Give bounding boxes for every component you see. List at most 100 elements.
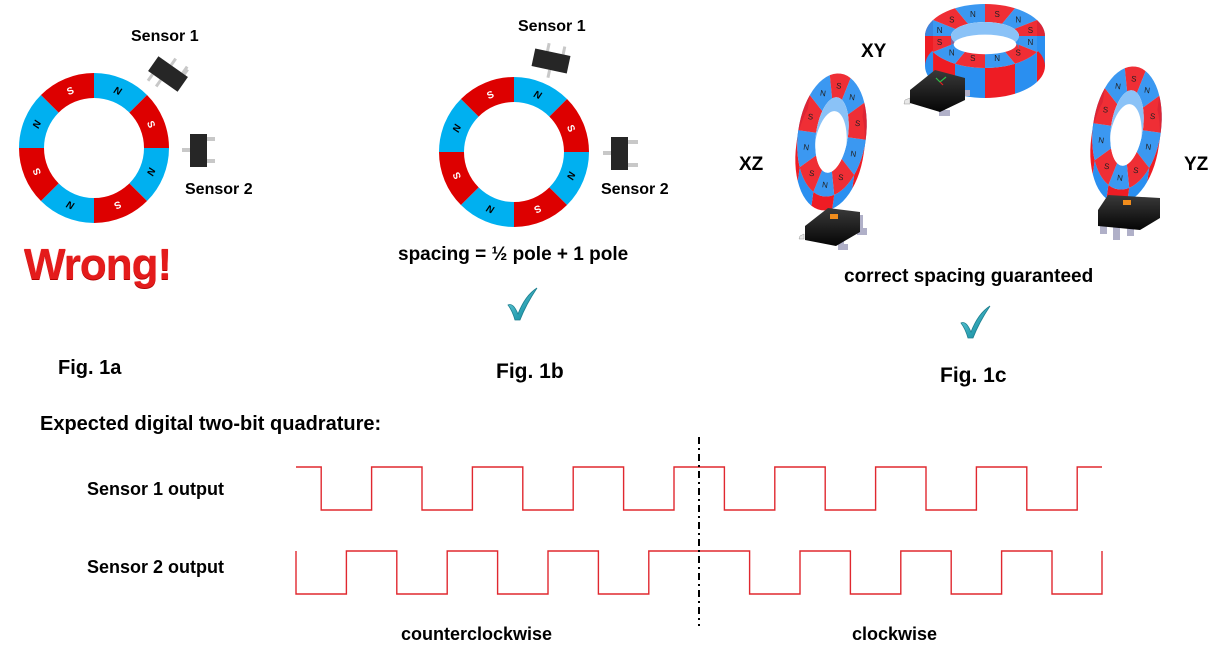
torus-segment-side [797, 167, 814, 206]
pole-label: S [836, 81, 843, 91]
pole-segment-s [40, 73, 94, 113]
pole-label: S [949, 16, 954, 25]
pole-segment-s [549, 98, 589, 152]
counterclockwise-label: counterclockwise [401, 624, 553, 644]
torus-segment-top [933, 8, 968, 30]
pole-label: N [949, 48, 955, 57]
fig1c-yz-label: YZ [1184, 154, 1209, 175]
pole-label: S [1016, 48, 1021, 57]
pole-segment-n [439, 98, 479, 152]
torus-segment-side [1090, 123, 1095, 175]
pole-label: N [1116, 173, 1123, 183]
torus-segment-top [1104, 68, 1128, 105]
pole-label: S [65, 85, 76, 98]
checkmark-icon-fig1b [507, 287, 538, 321]
fig1a-sensor2-label: Sensor 2 [185, 181, 253, 198]
pole-label: N [1015, 16, 1021, 25]
fig1b-sensor2-label: Sensor 2 [601, 181, 669, 198]
fig1c-caption: Fig. 1c [940, 364, 1007, 387]
torus-segment-top [799, 155, 823, 192]
pole-label: N [65, 198, 77, 211]
pole-label: N [485, 202, 497, 215]
torus-segment-top [813, 170, 835, 197]
pole-label: S [451, 170, 464, 181]
fig1b-sensor1-label: Sensor 1 [518, 18, 586, 35]
pole-segment-s [514, 187, 568, 227]
sensor1-output-label: Sensor 1 output [87, 479, 225, 499]
torus-segment-top [1124, 66, 1146, 93]
pole-label: S [1149, 112, 1156, 122]
pole-label: N [144, 166, 157, 178]
torus-segment-side [1147, 132, 1161, 182]
sensor2-chip-fig1b [603, 137, 638, 170]
pole-segment-s [94, 183, 148, 223]
torus-segment-top [841, 78, 865, 115]
pole-label: S [937, 38, 942, 47]
pole-label: N [937, 26, 943, 35]
pole-label: N [451, 123, 464, 135]
torus-segment-top [809, 75, 833, 112]
fig1c-spacing-text: correct spacing guaranteed [844, 266, 1094, 287]
torus-segment-side [795, 130, 800, 182]
fig1a-sensor1-label: Sensor 1 [131, 28, 199, 45]
sensor-chip-xz [798, 208, 867, 250]
checkmark-icon-fig1c [960, 305, 991, 339]
torus-segment-side [811, 191, 835, 211]
pole-label: N [112, 85, 124, 98]
pole-segment-n [94, 73, 148, 113]
torus-segment-top [1108, 163, 1130, 190]
torus-segment-side [852, 139, 866, 189]
pole-label: S [485, 89, 496, 102]
pole-label: N [564, 170, 577, 182]
pole-label: N [820, 89, 827, 99]
pole-label: S [31, 166, 44, 177]
torus-segment-side [1015, 52, 1037, 94]
pole-label: S [1133, 166, 1140, 176]
fig1c-xy-label: XY [861, 41, 887, 62]
torus-segment-top [847, 102, 867, 140]
pole-label: N [821, 180, 828, 190]
pole-label: S [808, 169, 815, 179]
torus-segment-top [1094, 148, 1118, 185]
pole-label: S [1028, 26, 1033, 35]
torus-segment-side [985, 63, 1015, 98]
torus-segment-side [1127, 167, 1150, 202]
pole-label: N [850, 149, 857, 159]
torus-segment-top [841, 137, 866, 175]
pole-segment-n [129, 148, 169, 202]
pole-label: N [994, 54, 1000, 63]
pole-segment-s [19, 148, 59, 202]
pole-segment-n [19, 94, 59, 148]
pole-segment-n [549, 152, 589, 206]
fig1a-caption: Fig. 1a [58, 357, 122, 379]
pole-label: S [1103, 162, 1110, 172]
pole-label: S [970, 54, 975, 63]
torus-segment-side [832, 174, 855, 209]
pole-label: N [1144, 86, 1151, 96]
pole-label: N [1115, 82, 1122, 92]
pole-label: S [1102, 105, 1109, 115]
quadrature-title: Expected digital two-bit quadrature: [40, 413, 382, 435]
pole-label: S [838, 173, 845, 183]
sensor1-chip-fig1b [531, 42, 571, 79]
torus-segment-top [1126, 151, 1150, 188]
pole-label: N [31, 119, 44, 131]
pole-label: S [854, 119, 861, 129]
pole-label: N [803, 143, 810, 153]
torus-segment-top [925, 20, 956, 36]
sensor-chip-yz [1098, 195, 1160, 240]
pole-label: N [1145, 142, 1152, 152]
pole-segment-n [40, 183, 94, 223]
pole-segment-s [439, 152, 479, 206]
pole-label: S [994, 10, 999, 19]
clockwise-label: clockwise [852, 624, 938, 644]
sensor-chip-xy [903, 70, 970, 116]
pole-label: N [1098, 136, 1105, 146]
pole-label: N [1028, 38, 1034, 47]
pole-label: S [532, 202, 543, 215]
pole-label: S [807, 112, 814, 122]
